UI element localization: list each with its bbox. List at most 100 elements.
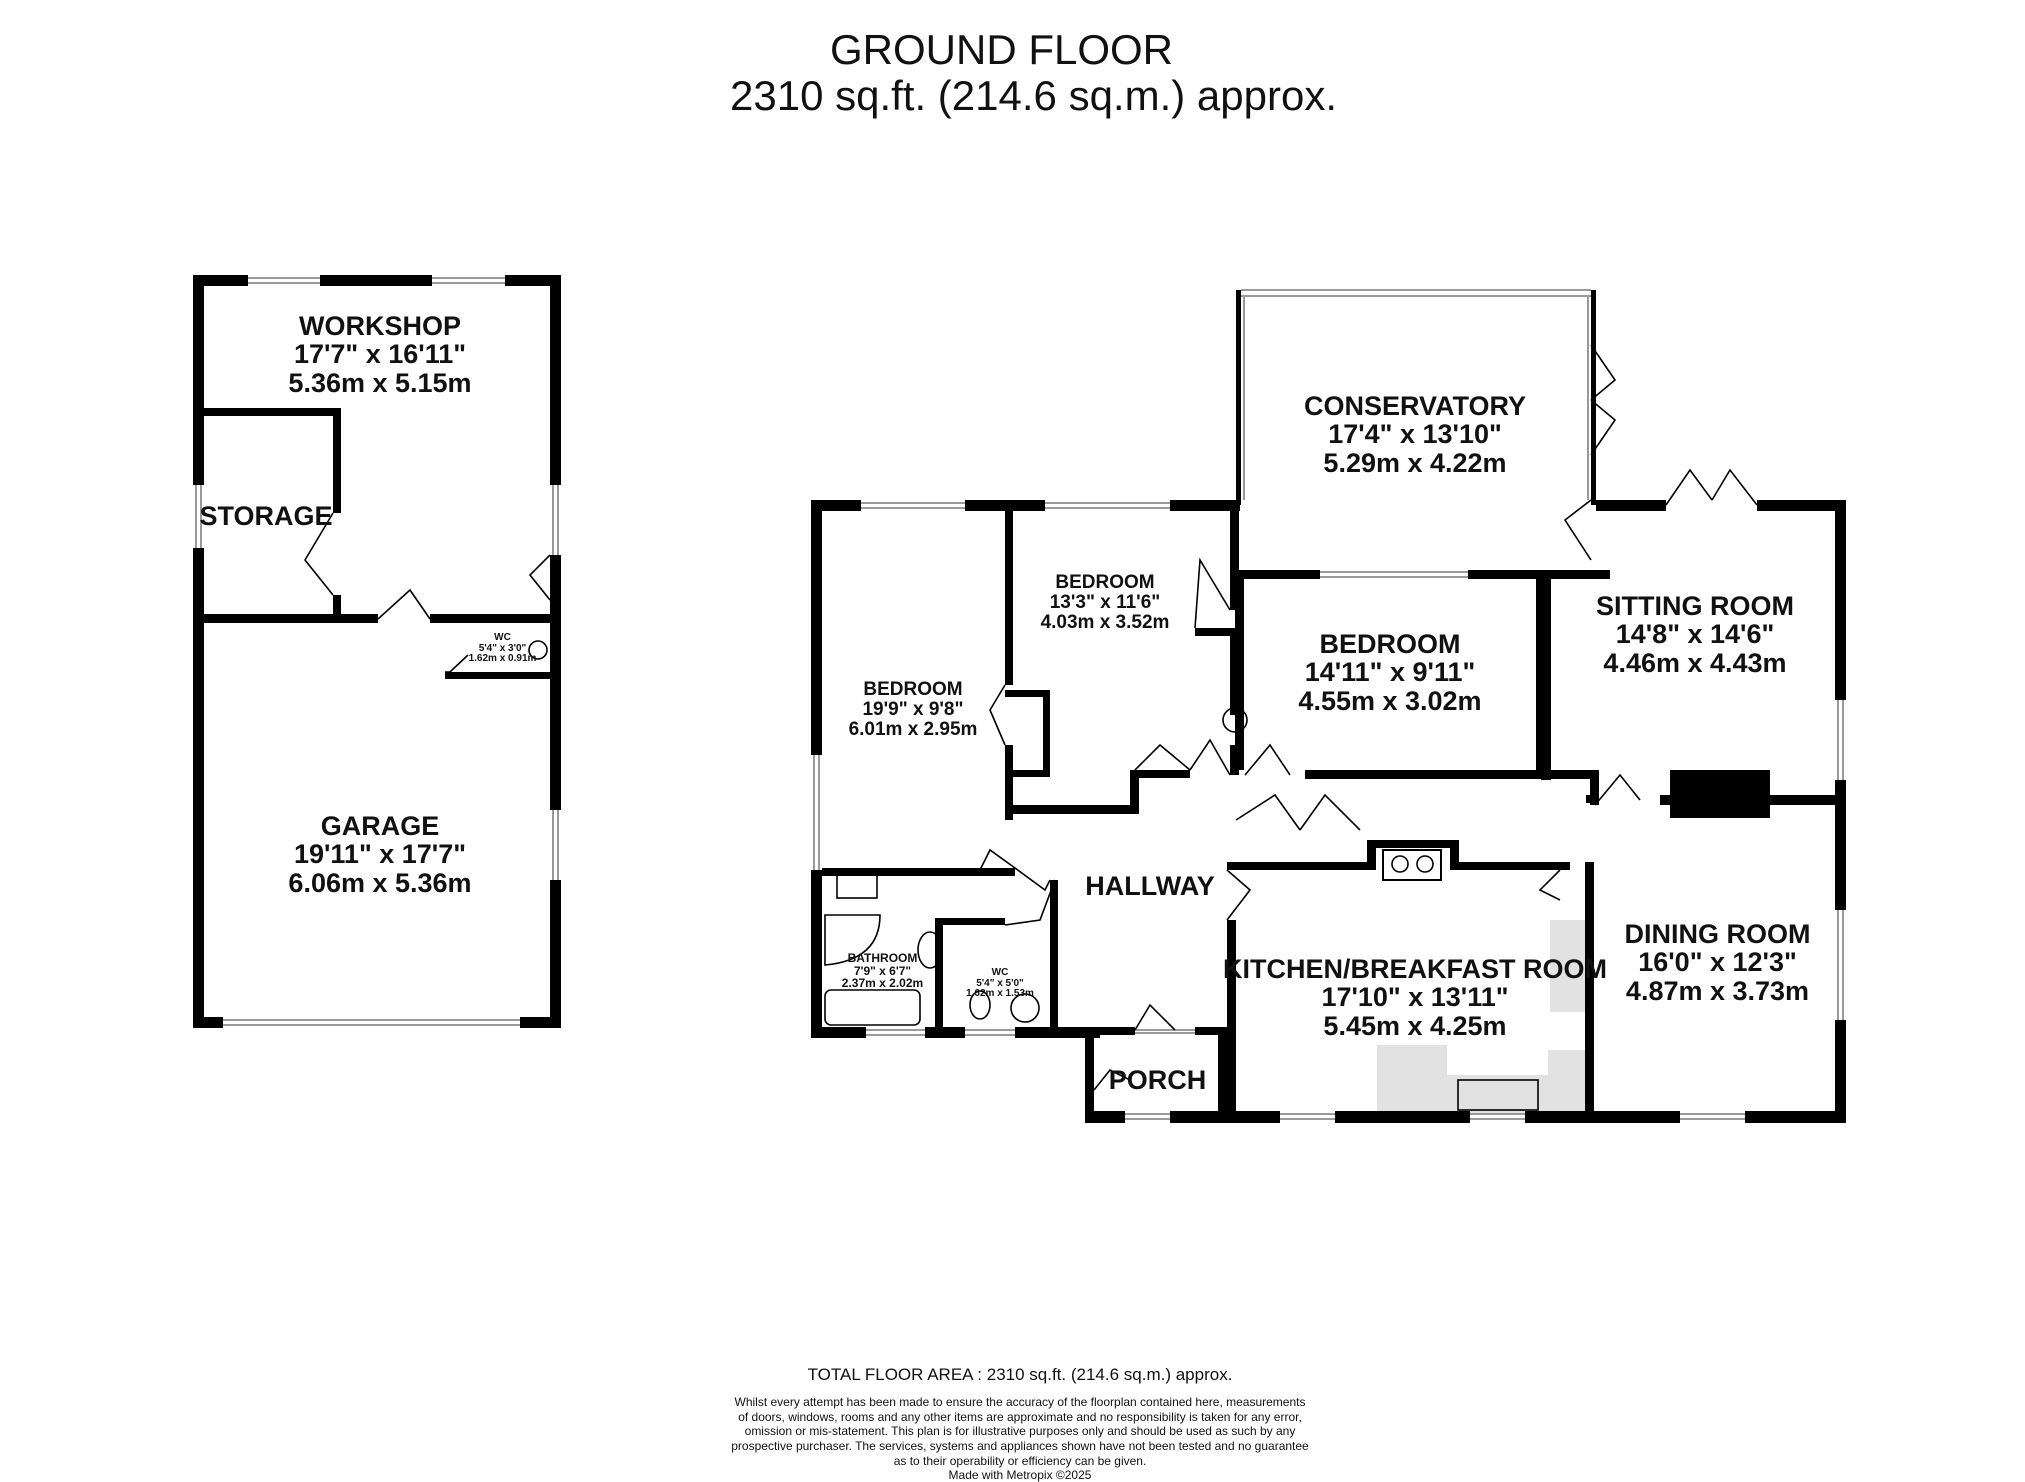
outbuilding-right-wall-top bbox=[550, 275, 561, 485]
room-imperial: 7'9" x 6'7" bbox=[853, 963, 912, 978]
house-bottom-wall-left-a bbox=[811, 1027, 866, 1038]
room-name: BEDROOM bbox=[1319, 629, 1461, 659]
room-metric: 5.45m x 4.25m bbox=[1323, 1010, 1507, 1041]
storage-right-wall bbox=[333, 408, 341, 513]
hallway-right-wall-top bbox=[1590, 770, 1599, 805]
outbuilding-right-wall-bottom bbox=[550, 880, 561, 1028]
bedroom-mid-ward-wall bbox=[1195, 628, 1237, 636]
toilet-house-icon bbox=[969, 990, 991, 1020]
kitchen-top-wall-c bbox=[1367, 840, 1457, 848]
made-with-credit: Made with Metropix ©2025 bbox=[948, 1468, 1092, 1482]
room-name: BEDROOM bbox=[1055, 572, 1155, 593]
basin-bedroom-main-icon bbox=[1222, 707, 1248, 733]
room-metric: 2.37m x 2.02m bbox=[841, 976, 924, 991]
room-metric: 4.03m x 3.52m bbox=[1040, 611, 1170, 633]
room-label-bedroom-main: BEDROOM 14'11" x 9'11" 4.55m x 3.02m bbox=[1250, 630, 1530, 715]
workshop-top-wall-mid bbox=[320, 275, 432, 286]
bedroom-left-bottom-wall bbox=[822, 868, 872, 876]
bedroom-divider-wall bbox=[1005, 505, 1013, 685]
bedroom-main-top-wall-a bbox=[1240, 570, 1320, 579]
room-metric: 4.55m x 3.02m bbox=[1298, 685, 1482, 716]
room-name: BATHROOM bbox=[847, 951, 918, 965]
shower-icon bbox=[824, 914, 881, 966]
kitchen-left-wall bbox=[1227, 920, 1236, 1120]
hob bbox=[1382, 849, 1442, 881]
footer: TOTAL FLOOR AREA : 2310 sq.ft. (214.6 sq… bbox=[660, 1365, 1380, 1482]
bedroom-mid-bottom-wall-c bbox=[1130, 770, 1190, 778]
disclaimer-line: prospective purchaser. The services, sys… bbox=[731, 1438, 1309, 1453]
dining-right-wall-bottom bbox=[1835, 1020, 1846, 1123]
fixtures bbox=[528, 640, 1539, 1111]
storage-top-wall bbox=[193, 408, 341, 416]
hob-ring-2 bbox=[1416, 855, 1434, 873]
windows bbox=[195, 277, 1844, 1120]
wardrobe-wall-2 bbox=[1043, 690, 1050, 775]
room-metric: 1.62m x 0.91m bbox=[468, 653, 537, 664]
sitting-right-wall-bottom bbox=[1835, 780, 1846, 910]
room-imperial: 16'0" x 12'3" bbox=[1638, 947, 1797, 978]
room-label-porch: PORCH bbox=[1095, 1065, 1220, 1095]
total-floor-area: TOTAL FLOOR AREA : 2310 sq.ft. (214.6 sq… bbox=[807, 1365, 1233, 1384]
outbuilding-left-wall-top bbox=[193, 275, 204, 485]
room-imperial: 14'11" x 9'11" bbox=[1304, 657, 1476, 688]
house-bottom-wall-e bbox=[1745, 1111, 1845, 1123]
outbuilding-right-wall-lower bbox=[550, 660, 561, 810]
storage-right-wall-low bbox=[333, 595, 341, 620]
room-metric: 6.06m x 5.36m bbox=[288, 867, 472, 898]
toilet-garage-icon bbox=[528, 640, 548, 660]
room-imperial: 19'9" x 9'8" bbox=[862, 698, 964, 720]
room-label-storage: STORAGE bbox=[196, 501, 336, 531]
wardrobe-wall-3 bbox=[1005, 770, 1050, 777]
sink-icon bbox=[1457, 1079, 1539, 1111]
garage-top-wall bbox=[193, 614, 378, 623]
disclaimer-line: of doors, windows, rooms and any other i… bbox=[738, 1409, 1302, 1424]
basin-bedroom-icon bbox=[836, 869, 878, 899]
room-imperial: 14'8" x 14'6" bbox=[1615, 619, 1775, 650]
kitchen-top-wall-d bbox=[1450, 840, 1459, 870]
porch-top-wall bbox=[1095, 1027, 1135, 1035]
kitchen-right-wall bbox=[1585, 862, 1594, 1117]
doors bbox=[304, 344, 1758, 1091]
room-imperial: 13'3" x 11'6" bbox=[1049, 591, 1161, 613]
basin-wc-icon bbox=[1010, 993, 1040, 1023]
house-bottom-wall-a bbox=[1085, 1111, 1125, 1123]
bathroom-right-wall bbox=[935, 920, 943, 1030]
basin-bathroom-icon bbox=[917, 931, 943, 969]
room-label-conservatory: CONSERVATORY 17'4" x 13'10" 5.29m x 4.22… bbox=[1260, 392, 1570, 477]
room-label-workshop: WORKSHOP 17'7" x 16'11" 5.36m x 5.15m bbox=[255, 312, 505, 397]
room-name: GARAGE bbox=[320, 811, 440, 841]
walls-house bbox=[811, 290, 1846, 1123]
workshop-top-wall-right bbox=[505, 275, 561, 286]
room-imperial: 19'11" x 17'7" bbox=[293, 839, 467, 870]
bedroom-mid-right-wall-low bbox=[1230, 635, 1239, 715]
disclaimer: Whilst every attempt has been made to en… bbox=[660, 1395, 1380, 1468]
house-bottom-wall-b bbox=[1170, 1111, 1280, 1123]
hallway-left-wall bbox=[1050, 880, 1058, 890]
bedroom-mid-right-wall-bottom bbox=[1230, 745, 1239, 775]
wc-garage-bottom-wall bbox=[445, 672, 561, 679]
garage-bottom-wall-left bbox=[193, 1017, 223, 1028]
room-name: DINING ROOM bbox=[1624, 919, 1811, 949]
sitting-bottom-wall-a bbox=[1586, 795, 1596, 803]
sitting-top-wall-a bbox=[1596, 500, 1666, 511]
kitchen-top-wall-e bbox=[1450, 862, 1535, 870]
room-name: BEDROOM bbox=[863, 679, 963, 700]
house-bottom-wall-left-b bbox=[925, 1027, 965, 1038]
outbuilding-left-wall-bottom bbox=[193, 548, 204, 1028]
wc-house-top-wall bbox=[935, 918, 1005, 925]
wc-house-right-wall bbox=[1050, 880, 1058, 1030]
walls-outbuilding bbox=[193, 275, 561, 1028]
sitting-top-wall-b bbox=[1757, 500, 1845, 511]
disclaimer-line: as to their operability or efficiency ca… bbox=[893, 1453, 1147, 1468]
room-name: PORCH bbox=[1108, 1065, 1207, 1095]
page-title: GROUND FLOOR bbox=[830, 26, 1174, 73]
room-metric: 4.46m x 4.43m bbox=[1603, 647, 1787, 678]
workshop-top-wall-left bbox=[193, 275, 248, 286]
bedroom-main-top-wall-c bbox=[1530, 570, 1610, 579]
room-name: STORAGE bbox=[199, 501, 333, 531]
porch-left-wall bbox=[1085, 1027, 1094, 1122]
room-label-bedroom-left: BEDROOM 19'9" x 9'8" 6.01m x 2.95m bbox=[823, 680, 1003, 740]
room-name: HALLWAY bbox=[1085, 871, 1215, 901]
bedroom-mid-bottom-wall-b bbox=[1130, 770, 1139, 814]
